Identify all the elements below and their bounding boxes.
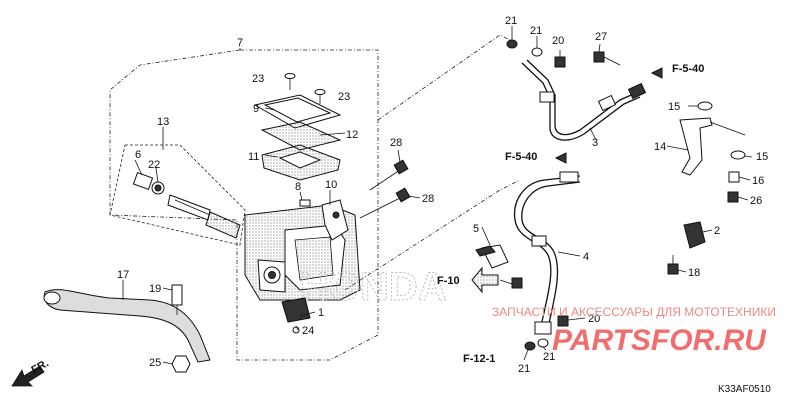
- front-arrow: [11, 365, 45, 387]
- label-6: 6: [135, 149, 141, 161]
- label-28b: 28: [422, 193, 434, 205]
- label-18: 18: [688, 267, 700, 279]
- label-13: 13: [157, 116, 169, 128]
- label-7: 7: [237, 37, 243, 49]
- label-23a: 23: [252, 73, 264, 85]
- label-15a: 15: [668, 101, 680, 113]
- washer-21d: [524, 341, 536, 351]
- label-15b: 15: [756, 151, 768, 163]
- diaphragm-plate: [260, 121, 342, 151]
- grommet-15a: [697, 101, 713, 111]
- hose-clamp-5: [475, 244, 509, 269]
- hose-clip-2: [683, 221, 706, 249]
- label-16: 16: [752, 175, 764, 187]
- grommet-15b: [730, 150, 746, 160]
- label-8: 8: [295, 181, 301, 193]
- label-4: 4: [583, 251, 589, 263]
- label-20b: 20: [588, 313, 600, 325]
- piston-set: [109, 144, 246, 246]
- label-19: 19: [149, 283, 161, 295]
- bolt-26: [727, 191, 739, 203]
- label-25: 25: [149, 357, 161, 369]
- label-5: 5: [473, 223, 479, 235]
- leader-lines: [122, 26, 753, 365]
- label-10: 10: [325, 179, 337, 191]
- screw-23a: [284, 73, 296, 90]
- reservoir-cap: [253, 94, 342, 129]
- label-23b: 23: [338, 91, 350, 103]
- banjo-lower: [534, 321, 552, 335]
- bolt-28b: [359, 187, 411, 219]
- pivot-bolt-19: [171, 284, 183, 315]
- ref-arrow-f10: [471, 266, 499, 294]
- label-28a: 28: [390, 137, 402, 149]
- label-9: 9: [253, 103, 259, 115]
- screw-23b: [314, 89, 326, 104]
- ref-arrow-f540a: [650, 67, 663, 79]
- clamp-bracket-14: [679, 117, 746, 176]
- label-26: 26: [750, 195, 762, 207]
- label-22: 22: [148, 159, 160, 171]
- brake-hose-3: [521, 59, 647, 141]
- label-20a: 20: [552, 35, 564, 47]
- brake-lever-17: [43, 289, 211, 363]
- diagram-code: K33AF0510: [718, 384, 771, 395]
- bolt-f10: [499, 277, 523, 289]
- bolt-28a: [369, 159, 409, 191]
- watermark-line2: PARTSFOR.RU: [552, 324, 767, 357]
- watermark-line1: ЗАПЧАСТИ И АКСЕССУАРЫ ДЛЯ МОТОТЕХНИКИ: [492, 305, 776, 319]
- label-1: 1: [318, 307, 324, 319]
- clamp-10: [321, 199, 349, 241]
- assembly-outline: [109, 49, 379, 361]
- label-21c: 21: [543, 351, 555, 363]
- label-21d: 21: [518, 363, 530, 375]
- bolt-18: [667, 255, 679, 275]
- bolt-20b: [557, 315, 569, 327]
- label-27: 27: [595, 31, 607, 43]
- collar-16: [728, 171, 740, 183]
- label-12: 12: [346, 129, 358, 141]
- washer-21c: [537, 338, 549, 348]
- label-11: 11: [248, 151, 259, 163]
- label-21a: 21: [505, 15, 517, 27]
- bolt-27: [593, 51, 621, 66]
- ref-f540b: F-5-40: [505, 151, 537, 163]
- washer-21b: [531, 47, 543, 57]
- ref-fr: FR.: [30, 357, 51, 376]
- bolt-8: [299, 199, 311, 207]
- label-2: 2: [714, 225, 720, 237]
- dash-line-2: [344, 179, 521, 291]
- dash-line-1: [377, 34, 511, 121]
- washer-21a: [506, 39, 518, 49]
- ref-f540a: F-5-40: [672, 63, 704, 75]
- honda-emboss: HONDA: [300, 265, 447, 309]
- nut-25: [171, 355, 191, 373]
- ref-f121: F-12-1: [463, 353, 495, 365]
- label-21b: 21: [530, 25, 542, 37]
- label-17: 17: [117, 269, 129, 281]
- bolt-20a: [554, 50, 566, 68]
- label-14: 14: [654, 141, 666, 153]
- ref-arrow-f540b: [554, 152, 567, 164]
- label-24: 24: [302, 325, 314, 337]
- diaphragm: [261, 144, 341, 181]
- ref-f10: F-10: [437, 275, 460, 287]
- label-3: 3: [592, 137, 598, 149]
- brake-hose-4: [513, 171, 581, 333]
